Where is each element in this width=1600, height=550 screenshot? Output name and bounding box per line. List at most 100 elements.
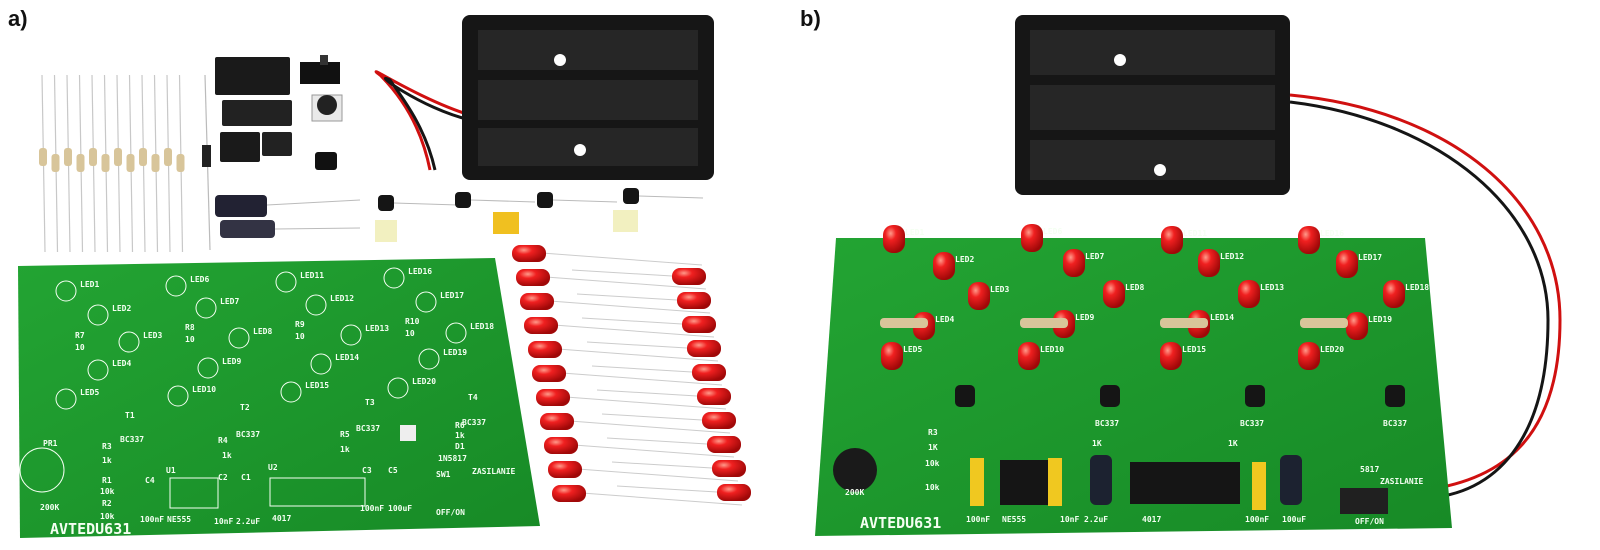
- film-capacitor: [970, 458, 984, 506]
- led: [520, 293, 554, 310]
- silkscreen-label: 100nF: [1245, 515, 1269, 524]
- silkscreen-label: C5: [388, 466, 398, 475]
- resistor: [64, 148, 72, 166]
- silkscreen-label: C3: [362, 466, 372, 475]
- power-switch[interactable]: [1340, 488, 1388, 514]
- silkscreen-label: 1k: [102, 456, 112, 465]
- led-footprint: [445, 322, 467, 344]
- mounted-resistor: [880, 318, 928, 328]
- silkscreen-label: LED2: [112, 304, 131, 313]
- silkscreen-label: 1k: [340, 445, 350, 454]
- silkscreen-label: R4: [218, 436, 228, 445]
- mounted-led: [881, 342, 903, 370]
- mounted-led: [968, 282, 990, 310]
- silkscreen-label: LED12: [330, 294, 354, 303]
- led-footprint: [383, 267, 405, 289]
- silkscreen-label: BC337: [1383, 419, 1407, 428]
- silkscreen-label: LED5: [80, 388, 99, 397]
- silkscreen-label: LED5: [903, 345, 922, 354]
- silkscreen-label: 1K: [928, 443, 938, 452]
- silkscreen-label: LED14: [1210, 313, 1234, 322]
- silkscreen-label: OFF/ON: [1355, 517, 1384, 526]
- silkscreen-label: LED16: [408, 267, 432, 276]
- led: [677, 292, 711, 309]
- led: [682, 316, 716, 333]
- film-capacitor: [1252, 462, 1266, 510]
- silkscreen-label: 100uF: [1282, 515, 1306, 524]
- silkscreen-label: LED11: [1183, 229, 1207, 238]
- led: [672, 268, 706, 285]
- led: [712, 460, 746, 477]
- silkscreen-label: 2.2uF: [1084, 515, 1108, 524]
- silkscreen-label: C2: [218, 473, 228, 482]
- silkscreen-label: PR1: [43, 439, 58, 448]
- silkscreen-label: 10: [75, 343, 85, 352]
- silkscreen-label: 10nF: [214, 517, 233, 526]
- silkscreen-label: LED18: [470, 322, 494, 331]
- silkscreen-label: R10: [405, 317, 420, 326]
- silkscreen-label: 10: [405, 329, 415, 338]
- led-footprint: [197, 357, 219, 379]
- silkscreen-label: 200K: [40, 503, 59, 512]
- board-a-title: AVTEDU631: [50, 520, 131, 538]
- potentiometer-knob: [833, 448, 877, 492]
- silkscreen-label: LED15: [305, 381, 329, 390]
- battery-holder-b: [1015, 15, 1290, 195]
- led-footprint: [305, 294, 327, 316]
- slide-switch: [300, 55, 340, 84]
- mounted-led: [1336, 250, 1358, 278]
- silkscreen-label: 1K: [1228, 439, 1238, 448]
- silkscreen-label: LED18: [1405, 283, 1429, 292]
- led: [528, 341, 562, 358]
- silkscreen-label: 4017: [272, 514, 291, 523]
- silkscreen-label: D1: [455, 442, 465, 451]
- led-footprint: [340, 324, 362, 346]
- silkscreen-label: 10k: [100, 487, 115, 496]
- led: [692, 364, 726, 381]
- loose-wires: [374, 70, 471, 171]
- supply-wires: [1289, 93, 1562, 500]
- silkscreen-label: LED11: [300, 271, 324, 280]
- silkscreen-label: ZASILANIE: [1380, 477, 1424, 486]
- ic-footprint: [169, 477, 219, 509]
- led: [717, 484, 751, 501]
- silkscreen-label: R3: [102, 442, 112, 451]
- silkscreen-label: LED20: [412, 377, 436, 386]
- mounted-led: [1298, 342, 1320, 370]
- led: [536, 389, 570, 406]
- resistor: [139, 148, 147, 166]
- board-b-title: AVTEDU631: [860, 514, 941, 532]
- led-footprint: [387, 377, 409, 399]
- silkscreen-label: LED14: [335, 353, 359, 362]
- resistor: [151, 154, 160, 172]
- battery-holder-a: [462, 15, 714, 180]
- silkscreen-label: 1K: [1092, 439, 1102, 448]
- silkscreen-label: 100nF: [140, 515, 164, 524]
- silkscreen-label: LED20: [1320, 345, 1344, 354]
- led: [532, 365, 566, 382]
- mounted-resistor: [1020, 318, 1068, 328]
- silkscreen-label: R8: [185, 323, 195, 332]
- led: [687, 340, 721, 357]
- silkscreen-label: R6: [455, 421, 465, 430]
- mounted-led: [1238, 280, 1260, 308]
- mounted-transistor: [1385, 385, 1405, 407]
- silkscreen-label: 10nF: [1060, 515, 1079, 524]
- silkscreen-label: BC337: [356, 424, 380, 433]
- electrolytic-capacitor: [1090, 455, 1112, 505]
- transistor: [378, 195, 394, 211]
- silkscreen-label: T4: [468, 393, 478, 402]
- led: [702, 412, 736, 429]
- silkscreen-label: T2: [240, 403, 250, 412]
- silkscreen-label: 10k: [925, 459, 940, 468]
- led: [524, 317, 558, 334]
- silkscreen-label: LED7: [1085, 252, 1104, 261]
- led: [697, 388, 731, 405]
- resistor: [126, 154, 135, 172]
- loose-resistors: [39, 74, 185, 253]
- silkscreen-label: 100uF: [388, 504, 412, 513]
- mounted-led: [1298, 226, 1320, 254]
- silkscreen-label: LED10: [192, 385, 216, 394]
- led-footprint: [55, 280, 77, 302]
